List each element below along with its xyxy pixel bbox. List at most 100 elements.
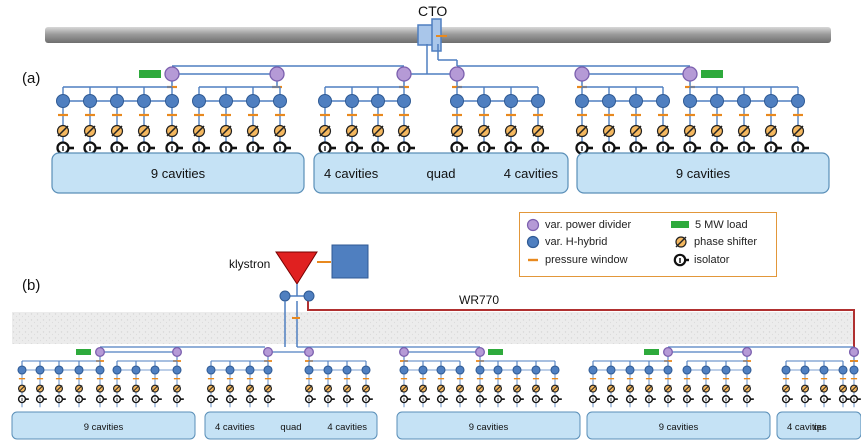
power-divider: [399, 347, 409, 357]
h-hybrid: [371, 94, 385, 108]
h-hybrid: [575, 94, 589, 108]
h-hybrid: [219, 94, 233, 108]
h-hybrid: [504, 94, 518, 108]
panel-a-label: (a): [22, 70, 40, 87]
power-divider: [269, 66, 285, 82]
h-hybrid: [791, 94, 805, 108]
h-hybrid: [110, 94, 124, 108]
h-hybrid: [418, 365, 428, 375]
cavity-box: [204, 411, 378, 440]
legend-isolator-label: isolator: [694, 254, 730, 266]
h-hybrid: [477, 94, 491, 108]
load-5mw: [644, 349, 659, 355]
legend-h-hybrid: var. H-hybrid: [526, 235, 607, 249]
h-hybrid: [531, 94, 545, 108]
cavity-count-label: 9 cavities: [84, 422, 124, 433]
legend-isolator: isolator: [673, 253, 729, 267]
h-hybrid: [35, 365, 45, 375]
power-divider: [396, 66, 412, 82]
h-hybrid: [54, 365, 64, 375]
h-hybrid: [206, 365, 216, 375]
h-hybrid: [629, 94, 643, 108]
legend-phase-shifter: phase shifter: [673, 235, 757, 249]
power-divider: [475, 347, 485, 357]
power-divider: [172, 347, 182, 357]
h-hybrid: [656, 94, 670, 108]
klystron-hybrid-left: [279, 290, 291, 302]
cavity-count-label: 9 cavities: [151, 166, 206, 181]
power-divider: [849, 347, 859, 357]
h-hybrid: [165, 94, 179, 108]
cavity-box: [586, 411, 771, 440]
h-hybrid: [246, 94, 260, 108]
h-hybrid: [342, 365, 352, 375]
legend-load: 5 MW load: [670, 218, 748, 232]
cavity-count-label: 9 cavities: [659, 422, 699, 433]
klystron-hybrid-right: [303, 290, 315, 302]
h-hybrid: [17, 365, 27, 375]
h-hybrid: [192, 94, 206, 108]
h-hybrid: [399, 365, 409, 375]
waveguide-label: WR770: [459, 293, 499, 307]
cavity-count-label: 4 cavities: [327, 422, 367, 433]
h-hybrid: [710, 94, 724, 108]
load-5mw: [76, 349, 91, 355]
cavity-count-label: 4 cavities: [504, 166, 559, 181]
h-hybrid: [397, 94, 411, 108]
tunnel-wall: [12, 312, 854, 344]
panel-b-network: 9 cavities 4 cavities quad 4 cavities 9 cavi…: [11, 346, 861, 440]
h-hybrid: [838, 365, 848, 375]
h-hybrid: [682, 365, 692, 375]
load-5mw: [701, 70, 723, 78]
cavity-count-label: 9 cavities: [469, 422, 509, 433]
h-hybrid: [512, 365, 522, 375]
quad-label: quad: [280, 422, 301, 433]
h-hybrid: [361, 365, 371, 375]
h-hybrid: [318, 94, 332, 108]
h-hybrid: [742, 365, 752, 375]
h-hybrid: [531, 365, 541, 375]
panel-b-label: (b): [22, 277, 40, 294]
h-hybrid: [644, 365, 654, 375]
modulator-box: [331, 244, 369, 279]
h-hybrid: [625, 365, 635, 375]
power-divider: [663, 347, 673, 357]
cavity-count-label: 4 cavities: [787, 422, 827, 433]
h-hybrid: [304, 365, 314, 375]
power-divider: [304, 347, 314, 357]
h-hybrid: [225, 365, 235, 375]
h-hybrid: [781, 365, 791, 375]
legend-load-label: 5 MW load: [695, 219, 748, 231]
h-hybrid: [849, 365, 859, 375]
legend-pressure-window-label: pressure window: [545, 254, 628, 266]
h-hybrid: [475, 365, 485, 375]
legend-power-divider-label: var. power divider: [545, 219, 632, 231]
h-hybrid: [606, 365, 616, 375]
cavity-box: [11, 411, 196, 440]
wr770-waveguide: [307, 298, 855, 352]
h-hybrid: [74, 365, 84, 375]
h-hybrid: [150, 365, 160, 375]
h-hybrid: [131, 365, 141, 375]
power-divider: [574, 66, 590, 82]
h-hybrid: [663, 365, 673, 375]
h-hybrid: [112, 365, 122, 375]
cavity-box: [396, 411, 581, 440]
h-hybrid: [345, 94, 359, 108]
h-hybrid: [436, 365, 446, 375]
load-5mw: [139, 70, 161, 78]
h-hybrid: [493, 365, 503, 375]
h-hybrid: [701, 365, 711, 375]
load-5mw: [488, 349, 503, 355]
h-hybrid: [95, 365, 105, 375]
h-hybrid: [450, 94, 464, 108]
h-hybrid: [721, 365, 731, 375]
cavity-box: [576, 152, 830, 194]
cavity-count-label: 9 cavities: [676, 166, 731, 181]
h-hybrid: [602, 94, 616, 108]
h-hybrid: [137, 94, 151, 108]
legend-h-hybrid-label: var. H-hybrid: [545, 236, 608, 248]
legend-phase-shifter-label: phase shifter: [694, 236, 757, 248]
